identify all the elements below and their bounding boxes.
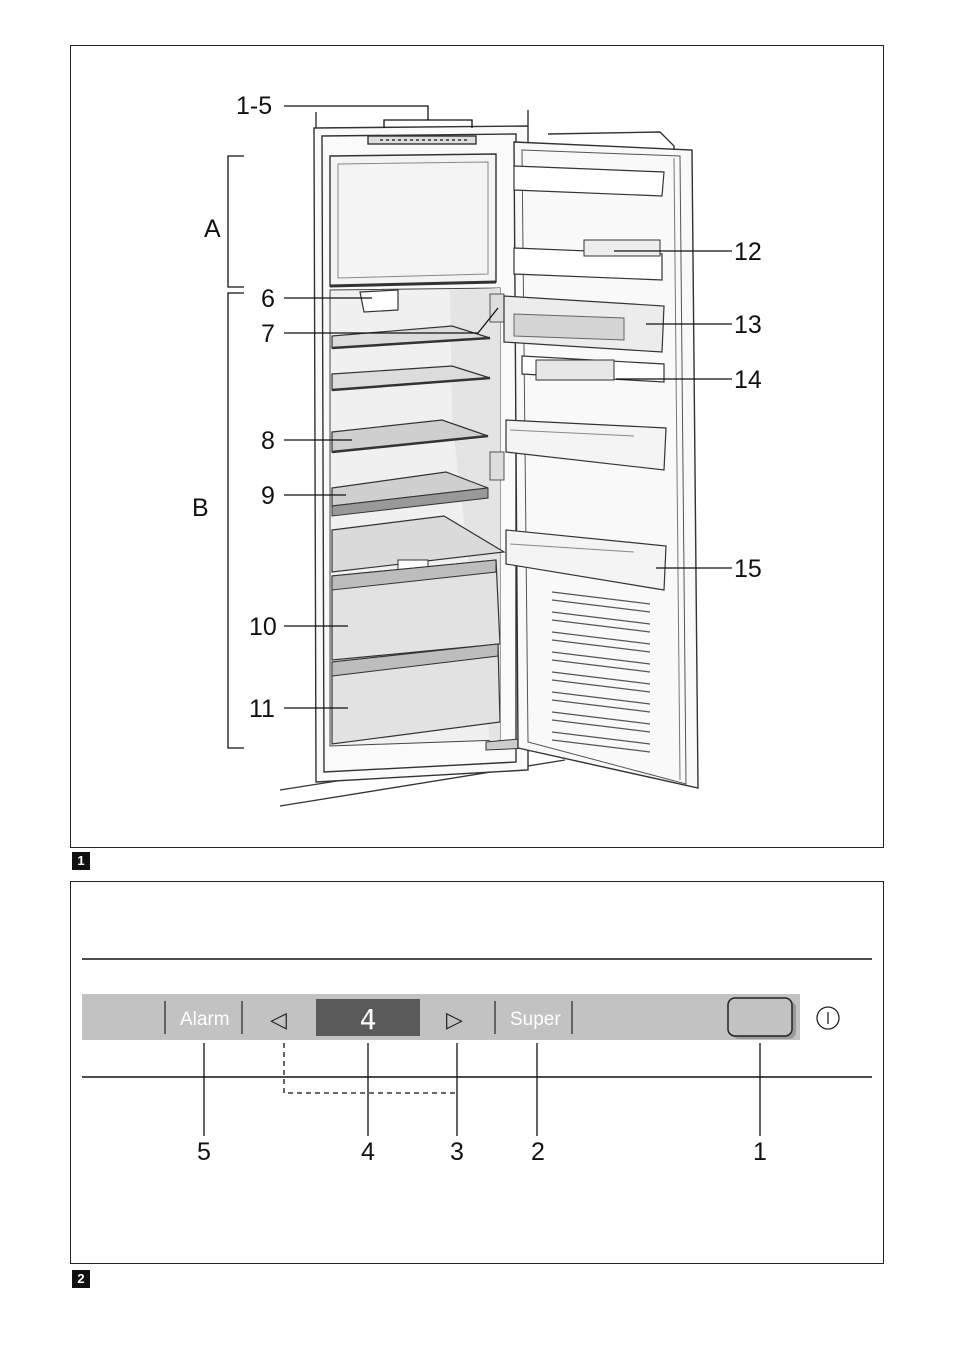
figure-2-frame xyxy=(70,881,884,1264)
refrigerator-diagram: 1-5 A B 6 7 8 9 10 11 12 13 14 15 xyxy=(192,92,762,807)
zone-brackets xyxy=(227,155,244,749)
bottle-shelf xyxy=(505,529,667,591)
vegetable-drawer-upper xyxy=(331,559,501,661)
freezer-compartment xyxy=(329,153,497,288)
figure-2-number: 2 xyxy=(72,1270,90,1288)
callout-7: 7 xyxy=(261,320,275,348)
super-button[interactable]: Super xyxy=(510,1009,561,1030)
super-label: Super xyxy=(510,1009,561,1030)
temperature-up-button[interactable]: ▷ xyxy=(446,1007,463,1032)
control-panel-diagram: Alarm ◁ 4 ▷ Super 5 4 3 2 1 xyxy=(82,958,872,1166)
butter-compartment xyxy=(513,239,663,281)
on-off-button[interactable] xyxy=(727,997,796,1039)
callout-12: 12 xyxy=(734,238,762,266)
door-shelf-bottle-upper xyxy=(505,419,667,471)
vegetable-drawer-lower xyxy=(331,643,501,745)
callout-leaders xyxy=(203,1043,761,1136)
door-ribs xyxy=(551,591,651,753)
callout-15: 15 xyxy=(734,555,762,583)
display-value: 4 xyxy=(360,1003,377,1036)
callout-3: 3 xyxy=(450,1138,464,1166)
door-compartment-13 xyxy=(503,295,665,353)
control-panel-strip xyxy=(82,994,800,1040)
zone-label-b: B xyxy=(192,494,209,522)
left-arrow-icon: ◁ xyxy=(270,1007,287,1032)
callout-4: 4 xyxy=(361,1138,375,1166)
callout-14: 14 xyxy=(734,366,762,394)
shelf-divided xyxy=(331,471,489,517)
right-arrow-icon: ▷ xyxy=(446,1007,463,1032)
callout-8: 8 xyxy=(261,427,275,455)
zone-label-a: A xyxy=(204,215,221,243)
door-shelf-top xyxy=(513,165,665,197)
callout-1-5: 1-5 xyxy=(236,92,272,120)
callout-5: 5 xyxy=(197,1138,211,1166)
crisper-cover xyxy=(331,515,506,573)
callout-10: 10 xyxy=(249,613,277,641)
callout-6: 6 xyxy=(261,285,275,313)
temperature-down-button[interactable]: ◁ xyxy=(270,1007,287,1032)
alarm-label: Alarm xyxy=(180,1009,230,1030)
callout-13: 13 xyxy=(734,311,762,339)
callout-11: 11 xyxy=(249,695,275,723)
shelf-1 xyxy=(331,325,491,350)
shelf-adjustable xyxy=(331,419,489,454)
shelf-2 xyxy=(331,365,491,392)
alarm-button[interactable]: Alarm xyxy=(180,1009,230,1030)
temperature-display xyxy=(316,999,420,1036)
figure-1-number: 1 xyxy=(72,852,90,870)
egg-tray-holder xyxy=(521,355,665,383)
figure-1-frame xyxy=(70,45,884,848)
callout-2: 2 xyxy=(531,1138,545,1166)
callout-1: 1 xyxy=(753,1138,767,1166)
interior-light xyxy=(359,289,399,313)
power-icon xyxy=(816,1006,840,1030)
callout-lines xyxy=(284,105,732,709)
callout-9: 9 xyxy=(261,482,275,510)
ventilation-panel xyxy=(489,293,505,323)
